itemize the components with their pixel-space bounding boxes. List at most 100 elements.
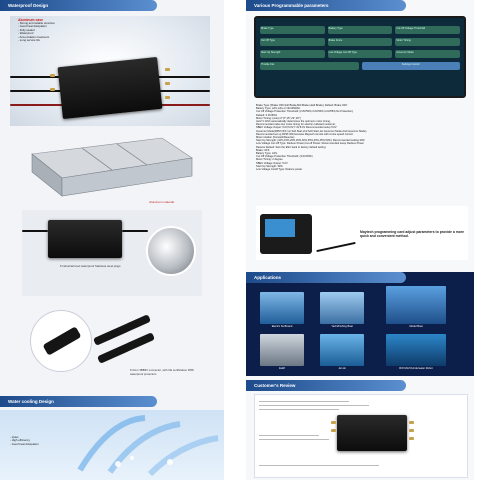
water-cooling-section: Water cooling Design - Quiet - High effi… — [0, 396, 224, 480]
review-text-line — [259, 405, 369, 406]
customer-review-section: Customer's Review — [246, 380, 474, 480]
application-label: Yacht/Fishing Boat — [331, 325, 353, 328]
card-cell: Governor Mode — [395, 50, 461, 58]
card-row: Start Up Strength Low Voltage Cut-Off Ty… — [256, 48, 464, 60]
waterproof-banner: Waterproof Design — [0, 0, 157, 11]
terminal-plug — [165, 82, 170, 85]
right-product-panel: Various Programmable parameters Brake Ty… — [246, 0, 474, 480]
connector-caption: 6.0mm 3BB3X connector, with CE certifica… — [130, 368, 194, 376]
connector-body — [42, 326, 82, 356]
reviewed-esc-unit — [337, 415, 407, 451]
feature-item: - Good heat dissipation — [18, 24, 47, 29]
card-cell: Low Voltage Cut-Off Type — [327, 50, 393, 58]
application-tile-surfboard — [260, 292, 304, 324]
feature-item: - High efficiency — [10, 438, 30, 443]
review-text-line — [259, 435, 319, 436]
param-line: Motor Timing: (Auto) 0°,8°,15°,22°,30°] — [256, 116, 301, 120]
feature-item: - Anti-oxidation treatment — [18, 34, 50, 39]
plugs-caption: 6 Industrial level waterproof Stainless … — [60, 264, 121, 268]
param-line: Brake Type: [Brake OFF,Soft Brake,Mid Br… — [256, 104, 348, 107]
param-line: Battery Type: LiPo — [256, 152, 278, 156]
params-banner: Various Programmable parameters — [246, 0, 406, 11]
connectors-photo: 6.0mm 3BB3X connector, with CE certifica… — [22, 306, 202, 386]
application-tile-yacht — [320, 292, 364, 324]
feature-item: - Fully sealed — [18, 27, 35, 32]
application-label: Esk8 — [279, 367, 285, 370]
aluminum-profile-image: Aluminum material — [22, 134, 200, 204]
review-screenshot — [254, 394, 468, 478]
param-line: SBEC Voltage Output: 5.0V,6.0V,7.4V,8.4V… — [256, 126, 337, 130]
param-line: Motor rotation (Forward/Reverse) — [256, 136, 295, 140]
card-cell: Brake Type — [260, 26, 325, 34]
application-label: ROV/AUV/Underwater Robot — [399, 367, 433, 370]
power-wire — [22, 230, 48, 232]
application-label: Model Boat — [409, 325, 423, 328]
application-tile-model-boat — [386, 286, 446, 324]
programming-card-device — [260, 214, 312, 254]
card-row: Brake Type Battery Type Cut-Off Voltage … — [256, 24, 464, 36]
plugs-photo: 6 Industrial level waterproof Stainless … — [22, 210, 202, 296]
programming-card-screen: Brake Type Battery Type Cut-Off Voltage … — [254, 16, 466, 98]
terminal-plug — [165, 68, 170, 71]
card-cell: Brake Force — [327, 38, 393, 46]
param-line: Restore Default: Sets the ESC back to fa… — [256, 145, 327, 149]
water-cooling-banner: Water cooling Design — [0, 396, 157, 407]
terminal-plug — [50, 88, 55, 91]
param-line: Low Voltage Cut-Off Type: Reduce Power,C… — [256, 142, 364, 146]
parameters-section: Various Programmable parameters Brake Ty… — [246, 0, 474, 262]
card-row: Throttle Cal. Settings Control — [256, 60, 464, 72]
review-text-line — [259, 465, 379, 466]
aluminum-case-features: Aluminum case - Strong and reliable stru… — [18, 18, 55, 42]
card-cell: Start Up Strength — [260, 50, 325, 58]
param-line: Recommended set up RPM OFF,because Mayte… — [256, 132, 354, 136]
parameter-list: Brake Type: [Brake OFF,Soft Brake,Mid Br… — [256, 104, 468, 171]
card-title: Settings Control — [361, 62, 460, 70]
card-cell: Cut Off Type — [260, 38, 325, 46]
water-flow-drawing — [77, 415, 219, 477]
terminal-plug — [165, 96, 170, 99]
card-row: Cut Off Type Brake Force Motor Timing — [256, 36, 464, 48]
terminal-plug — [409, 437, 414, 440]
param-line: SBEC Voltage Output: 5.0V — [256, 161, 288, 165]
connector-closeup — [30, 310, 92, 372]
aluminum-caption: Aluminum material — [149, 200, 174, 204]
param-line: Low Voltage Cutoff Type: Reduce power — [256, 168, 303, 172]
card-cell: Motor Timing — [395, 38, 461, 46]
review-text-line — [259, 439, 329, 440]
applications-section: Applications Electric Surfboard Yacht/Fi… — [246, 272, 474, 376]
card-cell: Cut-Off Voltage Threshold — [395, 26, 461, 34]
application-tile-rov — [386, 334, 446, 366]
applications-banner: Applications — [246, 272, 406, 283]
param-line: Cut Off Voltage Protection Threshold: (3… — [256, 155, 313, 159]
application-label: Jet ski — [338, 367, 346, 370]
param-line: Cut Off Voltage Protection Threshold: [2… — [256, 110, 354, 114]
feature-item: - Strong and reliable structure — [18, 21, 55, 25]
programming-card-photo: Maytech programming card adjust paramete… — [256, 206, 468, 260]
esc-hero-photo: Aluminum case - Strong and reliable stru… — [10, 16, 210, 126]
param-line: Auto*1: ESC automatically determines the… — [256, 120, 331, 124]
terminal-plug — [331, 421, 336, 424]
param-line: Start Up Strength: [10%,15%,20%,25%,30%,… — [256, 139, 365, 143]
waterproof-section: Waterproof Design Aluminum case - Strong… — [0, 0, 224, 388]
features-title: Aluminum case — [18, 18, 44, 22]
left-product-panel: Waterproof Design Aluminum case - Strong… — [0, 0, 224, 480]
review-text-line — [259, 409, 339, 410]
esc-unit — [48, 220, 122, 258]
application-tile-esk8 — [260, 334, 304, 366]
param-line: Recommended value low motor timing for e… — [256, 123, 336, 127]
review-banner: Customer's Review — [246, 380, 406, 391]
card-cell: Throttle Cal. — [260, 62, 359, 70]
param-line: Start Up Strength: 30% — [256, 164, 283, 168]
usb-cable — [316, 241, 356, 253]
card-cell: Battery Type — [327, 26, 393, 34]
application-label: Electric Surfboard — [271, 325, 293, 328]
cooling-features: - Quiet - High efficiency - Good heat di… — [10, 435, 39, 446]
aluminum-profile-drawing — [31, 137, 193, 197]
param-line: Motor Timing: 2 degree — [256, 158, 283, 162]
param-line: Default: 3.0V/60% — [256, 113, 277, 117]
stainless-plug-closeup — [146, 226, 196, 276]
programming-card-display — [265, 219, 295, 237]
param-line: Battery Type: LiPo,LiFe or NiCd/NiMH. — [256, 107, 301, 111]
feature-item: - Quiet — [10, 435, 19, 439]
terminal-plug — [331, 429, 336, 432]
